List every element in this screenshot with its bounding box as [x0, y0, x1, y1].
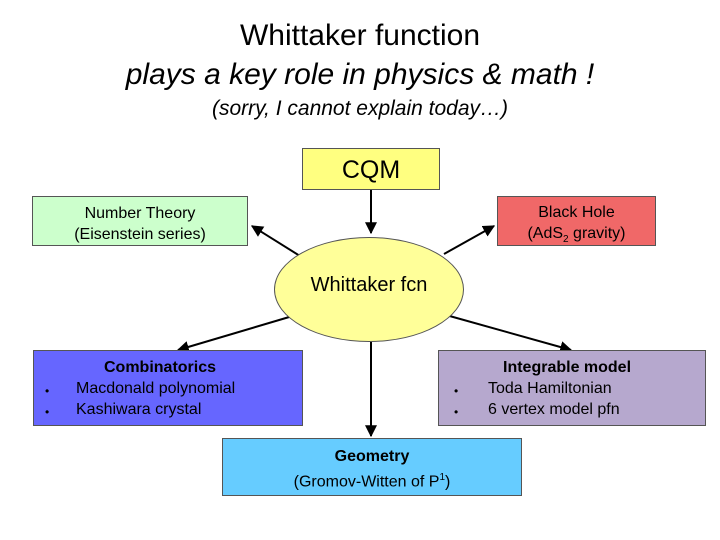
title-line-3: (sorry, I cannot explain today…) [211, 97, 509, 120]
cqm-box: CQM [302, 148, 440, 190]
title-line-1: Whittaker function [239, 19, 481, 52]
arrow-center-to-combinatorics [176, 314, 297, 353]
combinatorics-item: Macdonald polynomial [76, 380, 236, 397]
center-label: Whittaker fcn [310, 274, 428, 296]
geometry-subtitle: (Gromov-Witten of P1) [293, 472, 451, 491]
cqm-label: CQM [341, 156, 401, 184]
bullet-icon: • [454, 405, 459, 419]
number-theory-title: Number Theory [84, 205, 196, 222]
combinatorics-title: Combinatorics [104, 359, 217, 376]
title-line-2: plays a key role in physics & math ! [125, 58, 595, 91]
arrow-center-to-number-theory [250, 225, 301, 257]
number-theory-subtitle: (Eisenstein series) [74, 226, 206, 243]
geometry-box: Geometry (Gromov-Witten of P1) [222, 438, 522, 496]
bullet-icon: • [45, 405, 50, 419]
combinatorics-box: Combinatorics • Macdonald polynomial • K… [33, 350, 303, 426]
integrable-item: Toda Hamiltonian [488, 380, 612, 397]
black-hole-box: Black Hole (AdS2 gravity) [497, 196, 656, 246]
integrable-title: Integrable model [503, 359, 632, 376]
whittaker-center-node [274, 237, 464, 342]
geometry-title: Geometry [334, 448, 410, 465]
bullet-icon: • [454, 384, 459, 398]
black-hole-title: Black Hole [538, 204, 615, 221]
combinatorics-item: Kashiwara crystal [76, 401, 202, 418]
arrow-center-to-black-hole [443, 225, 496, 255]
black-hole-subtitle: (AdS2 gravity) [527, 225, 626, 246]
number-theory-box: Number Theory (Eisenstein series) [32, 196, 248, 246]
arrow-center-to-integrable [445, 314, 573, 353]
integrable-item: 6 vertex model pfn [488, 401, 620, 418]
bullet-icon: • [45, 384, 50, 398]
integrable-model-box: Integrable model • Toda Hamiltonian • 6 … [438, 350, 706, 426]
